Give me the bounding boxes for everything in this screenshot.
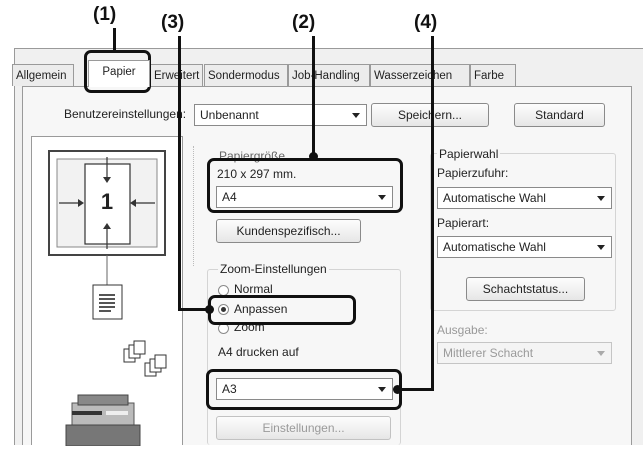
paper-tray-label: Papierzufuhr: (437, 166, 509, 180)
user-settings-value: Unbenannt (200, 108, 259, 122)
chevron-down-icon (597, 351, 605, 356)
tab-job-handling[interactable]: Job-Handling (288, 64, 370, 86)
callout-2-line (312, 36, 315, 156)
callout-3-line (178, 36, 181, 311)
save-settings-button[interactable]: Speichern... (371, 103, 489, 127)
print-on-dropdown[interactable]: A3 (216, 378, 393, 400)
chevron-down-icon (597, 196, 605, 201)
chevron-down-icon (352, 113, 360, 118)
paper-type-dropdown[interactable]: Automatische Wahl (437, 236, 612, 258)
separator-dots (193, 146, 195, 266)
paper-tray-value: Automatische Wahl (443, 191, 546, 205)
paper-size-dimensions: 210 x 297 mm. (217, 167, 297, 181)
print-on-label: A4 drucken auf (218, 345, 299, 359)
tray-status-button[interactable]: Schachtstatus... (466, 277, 585, 301)
zoom-anpassen-radio[interactable] (218, 304, 229, 315)
paper-size-value: A4 (222, 190, 237, 204)
callout-2-dot (309, 152, 318, 161)
callout-4-hline (398, 388, 434, 391)
paper-tray-dropdown[interactable]: Automatische Wahl (437, 187, 612, 209)
zoom-anpassen-label: Anpassen (234, 302, 288, 316)
chevron-down-icon (378, 195, 386, 200)
callout-4-dot (393, 385, 402, 394)
output-label: Ausgabe: (437, 323, 488, 337)
tab-farbe[interactable]: Farbe (470, 64, 516, 86)
callout-2: (2) (292, 12, 316, 33)
paper-source-group (430, 153, 616, 311)
callout-4: (4) (414, 12, 438, 33)
callout-1: (1) (93, 4, 117, 25)
callout-4-line (431, 36, 434, 391)
chevron-down-icon (597, 245, 605, 250)
output-value: Mittlerer Schacht (443, 346, 534, 360)
highlight-print-on (206, 369, 402, 410)
paper-type-label: Papierart: (437, 216, 490, 230)
standard-button[interactable]: Standard (514, 103, 605, 127)
custom-size-button[interactable]: Kundenspezifisch... (216, 219, 361, 243)
print-on-value: A3 (222, 382, 237, 396)
callout-3: (3) (161, 12, 185, 33)
preview-illustration (48, 150, 167, 447)
tab-erweitert[interactable]: Erweitert (150, 64, 203, 86)
callout-1-line (113, 28, 116, 52)
paper-size-dropdown[interactable]: A4 (216, 186, 393, 208)
tab-allgemein[interactable]: Allgemein (12, 64, 74, 86)
zoom-settings-button[interactable]: Einstellungen... (216, 416, 391, 440)
highlight-anpassen (208, 295, 356, 325)
zoom-group-label: Zoom-Einstellungen (218, 262, 329, 276)
output-dropdown[interactable]: Mittlerer Schacht (437, 342, 612, 364)
tab-wasserzeichen[interactable]: Wasserzeichen (370, 64, 470, 86)
tab-sondermodus[interactable]: Sondermodus (204, 64, 288, 86)
zoom-normal-label: Normal (234, 282, 273, 296)
callout-3-hline (178, 308, 208, 311)
print-preview-pane: 1 (31, 136, 183, 447)
user-settings-dropdown[interactable]: Unbenannt (194, 104, 367, 126)
highlight-paper-size (207, 158, 403, 213)
tab-papier[interactable]: Papier (88, 60, 150, 87)
paper-type-value: Automatische Wahl (443, 240, 546, 254)
user-settings-label: Benutzereinstellungen: (64, 107, 187, 121)
paper-source-group-label: Papierwahl (437, 147, 501, 161)
preview-page-number: 1 (100, 189, 114, 214)
chevron-down-icon (378, 387, 386, 392)
